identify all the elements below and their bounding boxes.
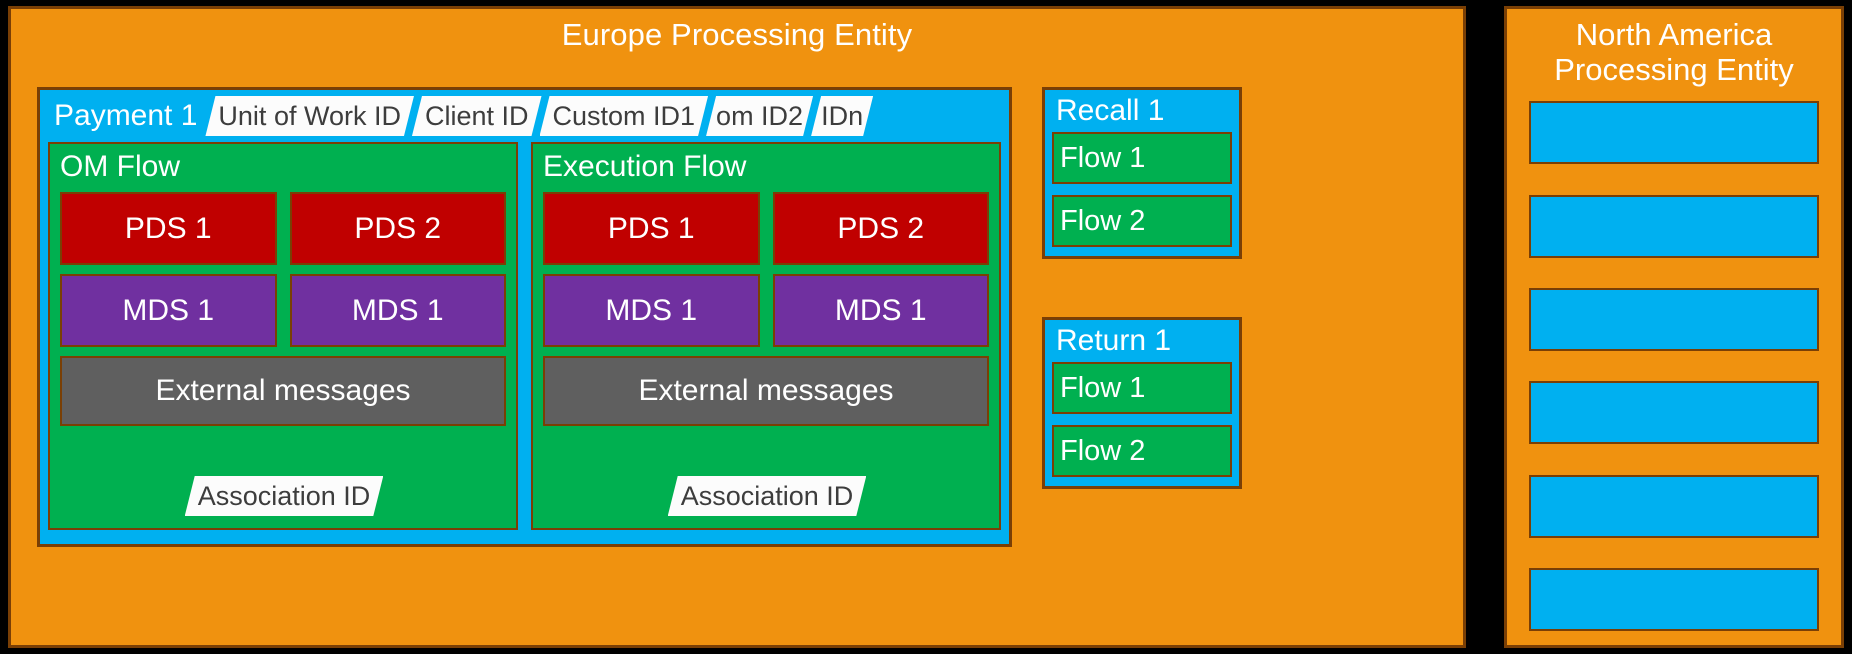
execution-flow-external-messages[interactable]: External messages xyxy=(543,356,989,426)
om-flow-mds-1[interactable]: MDS 1 xyxy=(60,274,277,347)
om-flow-external-messages[interactable]: External messages xyxy=(60,356,506,426)
tag-idn[interactable]: IDn xyxy=(811,96,873,136)
recall-panel-title: Recall 1 xyxy=(1056,94,1165,127)
om-flow-title: OM Flow xyxy=(60,150,180,183)
om-flow-chip-grid: PDS 1 PDS 2 MDS 1 MDS 1 xyxy=(60,192,506,347)
execution-flow-pds-1[interactable]: PDS 1 xyxy=(543,192,760,265)
om-flow-mds-2[interactable]: MDS 1 xyxy=(289,274,506,347)
north-america-title-line-2: Processing Entity xyxy=(1554,51,1794,87)
side-panel-stack: Recall 1 Flow 1 Flow 2 Return 1 Flow 1 F… xyxy=(1042,87,1242,647)
payment-header: Payment 1 Unit of Work ID Client ID Cust… xyxy=(40,90,1009,142)
payment-panel[interactable]: Payment 1 Unit of Work ID Client ID Cust… xyxy=(37,87,1012,547)
return-panel[interactable]: Return 1 Flow 1 Flow 2 xyxy=(1042,317,1242,489)
payment-label: Payment 1 xyxy=(54,99,198,132)
recall-panel[interactable]: Recall 1 Flow 1 Flow 2 xyxy=(1042,87,1242,259)
tag-unit-of-work-id[interactable]: Unit of Work ID xyxy=(205,96,414,136)
execution-flow-chip-grid: PDS 1 PDS 2 MDS 1 MDS 1 xyxy=(543,192,989,347)
north-america-processing-entity: North America Processing Entity xyxy=(1504,6,1844,648)
execution-flow-pds-2[interactable]: PDS 2 xyxy=(772,192,989,265)
execution-flow-box[interactable]: Execution Flow PDS 1 PDS 2 MDS 1 MDS 1 E… xyxy=(531,142,1001,530)
tag-client-id[interactable]: Client ID xyxy=(412,96,542,136)
om-flow-association-id-tag[interactable]: Association ID xyxy=(185,476,384,516)
entity-divider xyxy=(1466,0,1504,654)
flow-row: OM Flow PDS 1 PDS 2 MDS 1 MDS 1 External… xyxy=(40,142,1009,538)
execution-flow-title: Execution Flow xyxy=(543,150,747,183)
execution-flow-association-id-tag[interactable]: Association ID xyxy=(668,476,867,516)
north-america-slot-3[interactable] xyxy=(1529,288,1819,352)
north-america-slot-list xyxy=(1507,87,1841,645)
north-america-slot-6[interactable] xyxy=(1529,568,1819,631)
execution-flow-mds-2[interactable]: MDS 1 xyxy=(772,274,989,347)
recall-flow-1[interactable]: Flow 1 xyxy=(1052,132,1232,184)
return-panel-title: Return 1 xyxy=(1056,324,1172,357)
om-flow-pds-1[interactable]: PDS 1 xyxy=(60,192,277,265)
north-america-slot-4[interactable] xyxy=(1529,381,1819,445)
north-america-slot-1[interactable] xyxy=(1529,101,1819,165)
return-flow-1[interactable]: Flow 1 xyxy=(1052,362,1232,414)
return-flow-2[interactable]: Flow 2 xyxy=(1052,425,1232,477)
om-flow-box[interactable]: OM Flow PDS 1 PDS 2 MDS 1 MDS 1 External… xyxy=(48,142,518,530)
tag-custom-id2[interactable]: om ID2 xyxy=(706,96,813,136)
north-america-title-line-1: North America xyxy=(1575,17,1773,52)
north-america-slot-5[interactable] xyxy=(1529,474,1819,538)
europe-entity-title: Europe Processing Entity xyxy=(561,17,913,52)
europe-processing-entity: Europe Processing Entity Payment 1 Unit … xyxy=(8,6,1466,648)
north-america-slot-2[interactable] xyxy=(1529,194,1819,258)
recall-flow-2[interactable]: Flow 2 xyxy=(1052,195,1232,247)
tag-custom-id1[interactable]: Custom ID1 xyxy=(540,96,709,136)
north-america-entity-title: North America Processing Entity xyxy=(1507,9,1841,87)
execution-flow-mds-1[interactable]: MDS 1 xyxy=(543,274,760,347)
payment-id-tag-row: Unit of Work ID Client ID Custom ID1 om … xyxy=(205,94,871,138)
execution-flow-association-wrap: Association ID xyxy=(543,476,989,518)
om-flow-pds-2[interactable]: PDS 2 xyxy=(289,192,506,265)
om-flow-association-wrap: Association ID xyxy=(60,476,506,518)
europe-entity-body: Payment 1 Unit of Work ID Client ID Cust… xyxy=(11,87,1469,647)
